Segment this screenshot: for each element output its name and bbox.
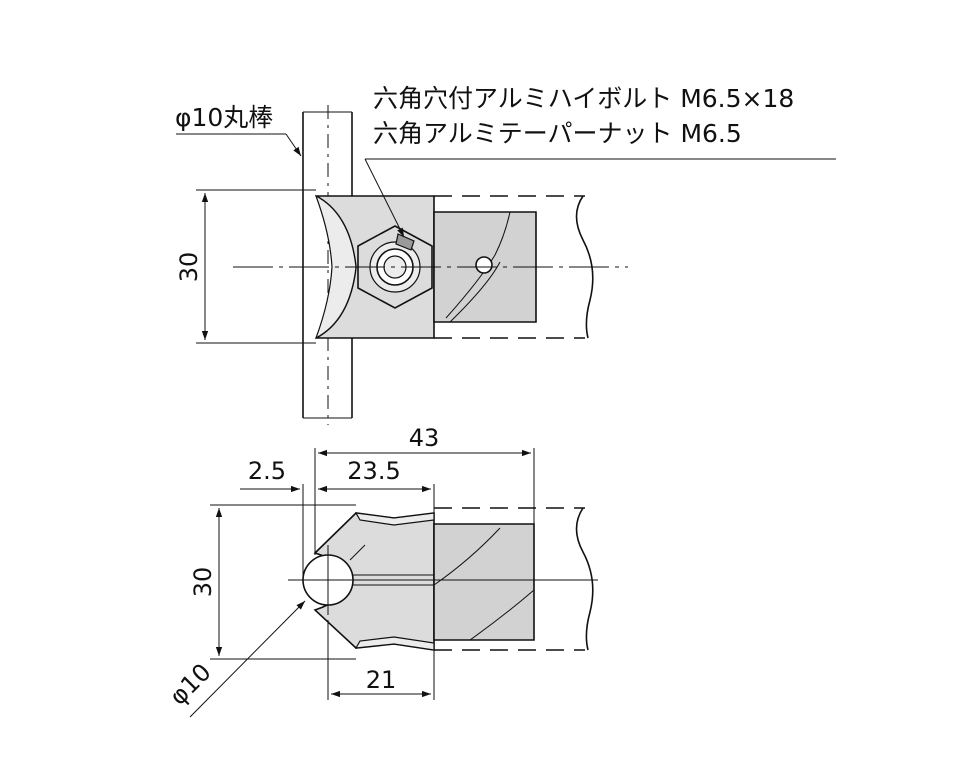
pipe-section-side bbox=[433, 523, 535, 641]
bottom-view: 43 2.5 23.5 30 21 φ10 bbox=[164, 424, 598, 718]
label-bolt: 六角穴付アルミハイボルト M6.5×18 bbox=[373, 84, 794, 113]
dim-overall-length: 43 bbox=[409, 424, 440, 452]
label-nut: 六角アルミテーパーナット M6.5 bbox=[373, 119, 742, 148]
dim-body-length: 23.5 bbox=[347, 457, 400, 485]
dim-bottom-height: 30 bbox=[189, 567, 217, 598]
top-view: 30 φ10丸棒 六角穴付アルミハイボルト M6.5×18 六角アルミテーパーナ… bbox=[175, 84, 836, 425]
label-rod-diameter: φ10 bbox=[164, 658, 217, 711]
dim-top-height: 30 bbox=[175, 252, 203, 283]
dim-offset: 2.5 bbox=[248, 457, 286, 485]
dim-base-length: 21 bbox=[366, 666, 397, 694]
label-rod-top: φ10丸棒 bbox=[175, 103, 273, 132]
